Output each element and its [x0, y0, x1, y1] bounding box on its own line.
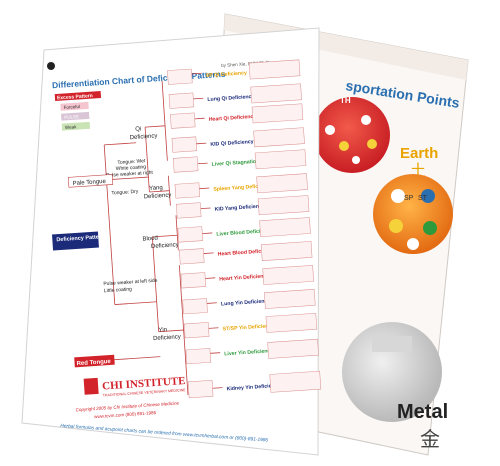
- pattern-lung-yin: Lung Yin Deficiency: [221, 298, 271, 307]
- tree-pulse-weak: Pulse weaker at right: [106, 170, 154, 179]
- legend-forceful: Forceful: [63, 104, 80, 110]
- metal-glyph: 金: [420, 428, 440, 451]
- pattern-liver-blood: Liver Blood Deficiency: [216, 228, 272, 238]
- legend-pulse: PULSE: [64, 114, 79, 120]
- copyright-text: Copyright 2005 by Chi Institute of Chine…: [76, 400, 180, 412]
- tree-yin-def: Deficiency: [153, 334, 181, 342]
- tree-tongue-wet: Tongue: Wet: [117, 158, 146, 166]
- tree-blood-def: Deficiency: [151, 242, 179, 250]
- svg-text:SP: SP: [404, 195, 414, 202]
- pattern-kid-yang: KID Yang Deficiency: [215, 203, 265, 212]
- tree-connectors: [90, 72, 223, 395]
- tree-blood: Blood: [142, 236, 158, 243]
- tree-pulse-left: Pulse weaker at left side: [103, 278, 158, 288]
- tree-yang: Yang: [149, 185, 163, 192]
- chi-institute-logo: CHI INSTITUTE: [102, 375, 186, 393]
- front-card: Differentiation Chart of Deficiency Patt…: [21, 27, 322, 456]
- pattern-lung-qi: Lung Qi Deficiency: [207, 94, 254, 103]
- legend-header: Excess Pattern: [57, 93, 93, 101]
- pattern-heart-qi: Heart Qi Deficiency: [209, 114, 257, 123]
- tree-tongue-dry: Tongue: Dry: [111, 189, 139, 197]
- tree-qi-def: Deficiency: [130, 133, 158, 141]
- website-text: www.tcvm.com (800) 891-1986: [94, 410, 157, 419]
- svg-text:ST: ST: [418, 195, 428, 202]
- tree-deficiency-pattern: Deficiency Pattern: [56, 234, 105, 243]
- tree-pale-tongue: Pale Tongue: [73, 179, 107, 187]
- symptom-boxes: [167, 68, 214, 399]
- tree-yin: Yin: [158, 327, 167, 334]
- tree-qi: Qi: [135, 126, 141, 132]
- formula-boxes: [248, 59, 322, 393]
- pattern-sp-qi: SP Qi Deficiency: [206, 70, 248, 79]
- svg-text:TH: TH: [340, 96, 351, 105]
- pattern-heart-blood: Heart Blood Deficiency: [218, 248, 275, 258]
- metal-label: Metal: [397, 401, 448, 423]
- tree-red-tongue: Red Tongue: [76, 359, 111, 367]
- pattern-liver-qi: Liver Qi Stagnation: [212, 159, 260, 168]
- chi-logo-mark: [83, 377, 99, 395]
- fire-element-circle: [314, 97, 390, 173]
- deficiency-pattern-box: [52, 231, 99, 251]
- metal-element-circle: [342, 322, 442, 422]
- pattern-heart-yin: Heart Yin Deficiency: [219, 273, 269, 282]
- tree-white-coating: White coating: [116, 164, 147, 172]
- pattern-kid-qi: KID Qi Deficiency: [210, 139, 254, 148]
- pattern-spleen-yang: Spleen Yang Deficiency: [213, 183, 272, 193]
- chi-institute-subtitle: TRADITIONAL CHINESE VETERINARY MEDICINE: [103, 388, 187, 398]
- pattern-liver-yin: Liver Yin Deficiency: [224, 348, 273, 357]
- earth-label: Earth: [400, 145, 438, 162]
- legend-weak: Weak: [65, 124, 77, 130]
- pattern-column: SP Qi Deficiency Lung Qi Deficiency Hear…: [206, 70, 281, 393]
- tree-little-coating: Little coating: [104, 286, 133, 294]
- pattern-kidney-yin: Kidney Yin Deficiency: [226, 383, 280, 393]
- chart-author: by Shen Xie, DVM Ph.D.: [221, 60, 271, 68]
- tree-yang-def: Deficiency: [144, 193, 172, 201]
- hole-punch: [47, 62, 55, 70]
- pattern-stsp-yin: ST/SP Yin Deficiency: [222, 323, 274, 332]
